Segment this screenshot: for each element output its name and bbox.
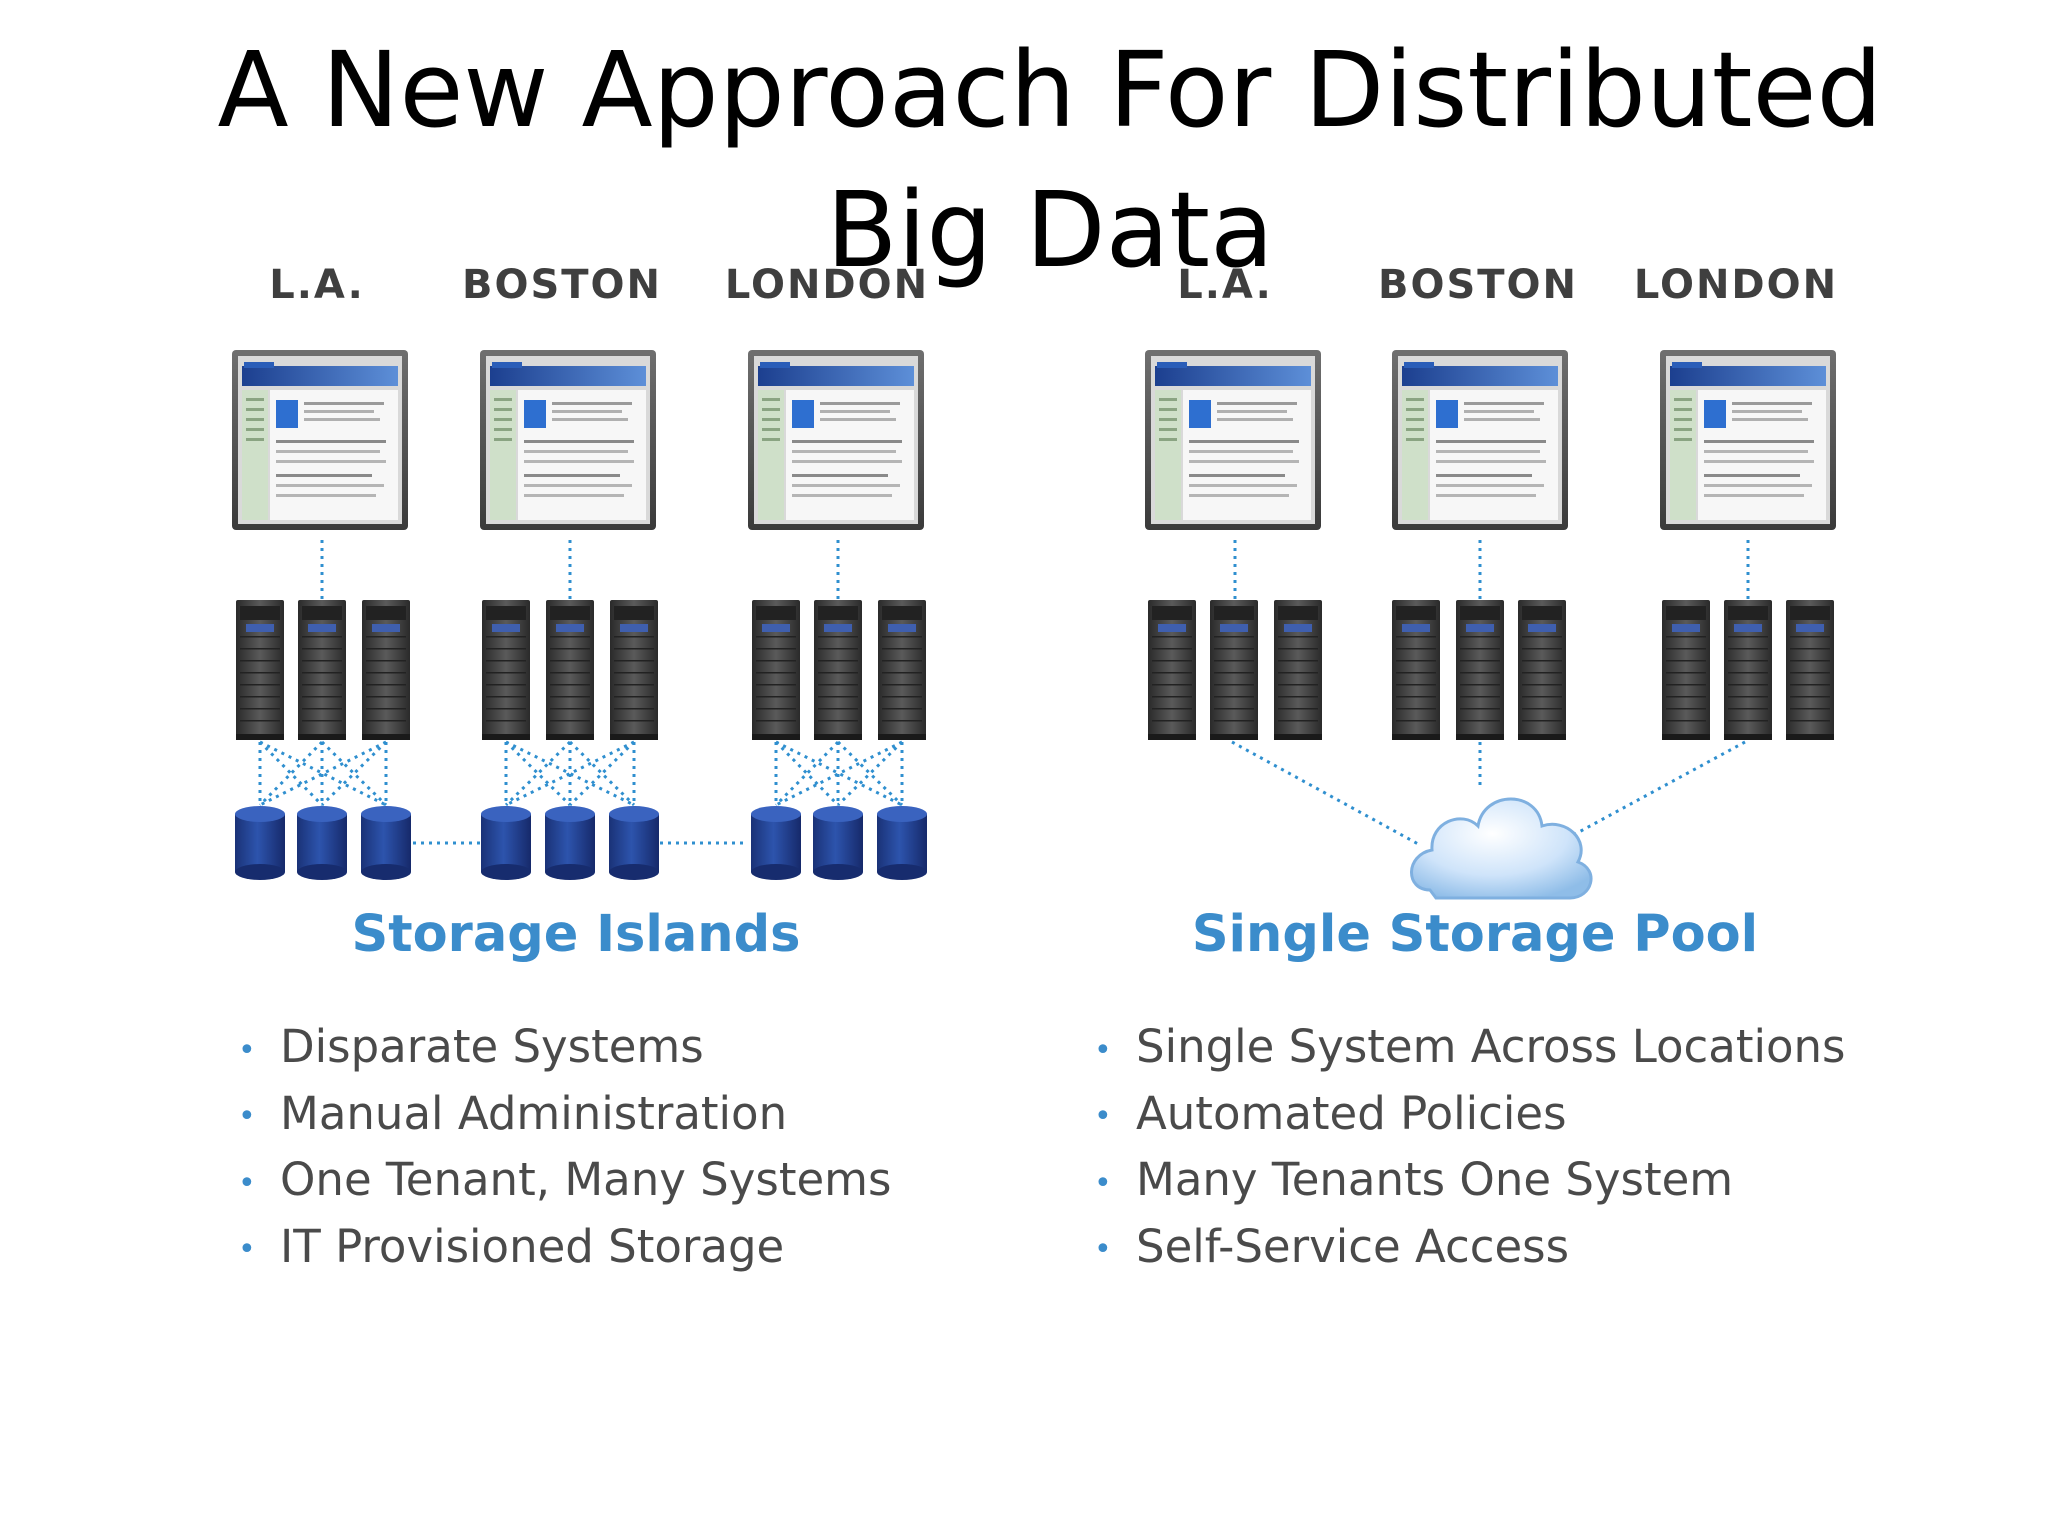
storage-disk-icon (877, 806, 927, 880)
server-rack-icon (362, 600, 410, 740)
bullet-icon: • (1094, 1152, 1136, 1215)
server-rack-icon (1662, 600, 1710, 740)
storage-disk-icon (235, 806, 285, 880)
server-rack-icon (878, 600, 926, 740)
storage-disk-icon (813, 806, 863, 880)
storage-islands-list: •Disparate Systems •Manual Administratio… (238, 1015, 891, 1281)
storage-disk-icon (297, 806, 347, 880)
cloud-icon (1411, 799, 1591, 898)
list-item: •One Tenant, Many Systems (238, 1148, 891, 1215)
server-rack-icon (236, 600, 284, 740)
bullet-icon: • (1094, 1019, 1136, 1082)
storage-disk-icon (609, 806, 659, 880)
bullet-icon: • (238, 1085, 280, 1148)
storage-disk-icon (361, 806, 411, 880)
list-item: •Manual Administration (238, 1082, 891, 1149)
list-item: •IT Provisioned Storage (238, 1215, 891, 1282)
server-rack-icon (814, 600, 862, 740)
storage-disk-icon (545, 806, 595, 880)
server-rack-icon (1518, 600, 1566, 740)
server-rack-icon (752, 600, 800, 740)
single-storage-pool-heading: Single Storage Pool (1125, 905, 1825, 964)
storage-disk-icon (481, 806, 531, 880)
list-item: •Automated Policies (1094, 1082, 1846, 1149)
storage-islands-heading: Storage Islands (226, 905, 926, 964)
single-storage-pool-diagram (1145, 350, 1836, 898)
server-rack-icon (1148, 600, 1196, 740)
server-rack-icon (610, 600, 658, 740)
bullet-icon: • (1094, 1218, 1136, 1281)
browser-window-icon (480, 350, 656, 530)
storage-islands-diagram (232, 350, 927, 880)
server-rack-icon (482, 600, 530, 740)
browser-window-icon (232, 350, 408, 530)
single-storage-pool-list: •Single System Across Locations •Automat… (1094, 1015, 1846, 1281)
browser-window-icon (748, 350, 924, 530)
bullet-icon: • (238, 1019, 280, 1082)
list-item: •Self-Service Access (1094, 1215, 1846, 1282)
browser-window-icon (1660, 350, 1836, 530)
server-rack-icon (1210, 600, 1258, 740)
list-item: •Single System Across Locations (1094, 1015, 1846, 1082)
list-item: •Disparate Systems (238, 1015, 891, 1082)
bullet-icon: • (238, 1218, 280, 1281)
storage-disk-icon (751, 806, 801, 880)
server-rack-icon (1724, 600, 1772, 740)
list-item: •Many Tenants One System (1094, 1148, 1846, 1215)
server-rack-icon (1786, 600, 1834, 740)
browser-window-icon (1392, 350, 1568, 530)
browser-window-icon (1145, 350, 1321, 530)
server-rack-icon (1274, 600, 1322, 740)
bullet-icon: • (1094, 1085, 1136, 1148)
server-rack-icon (546, 600, 594, 740)
bullet-icon: • (238, 1152, 280, 1215)
server-rack-icon (1456, 600, 1504, 740)
server-rack-icon (298, 600, 346, 740)
server-rack-icon (1392, 600, 1440, 740)
